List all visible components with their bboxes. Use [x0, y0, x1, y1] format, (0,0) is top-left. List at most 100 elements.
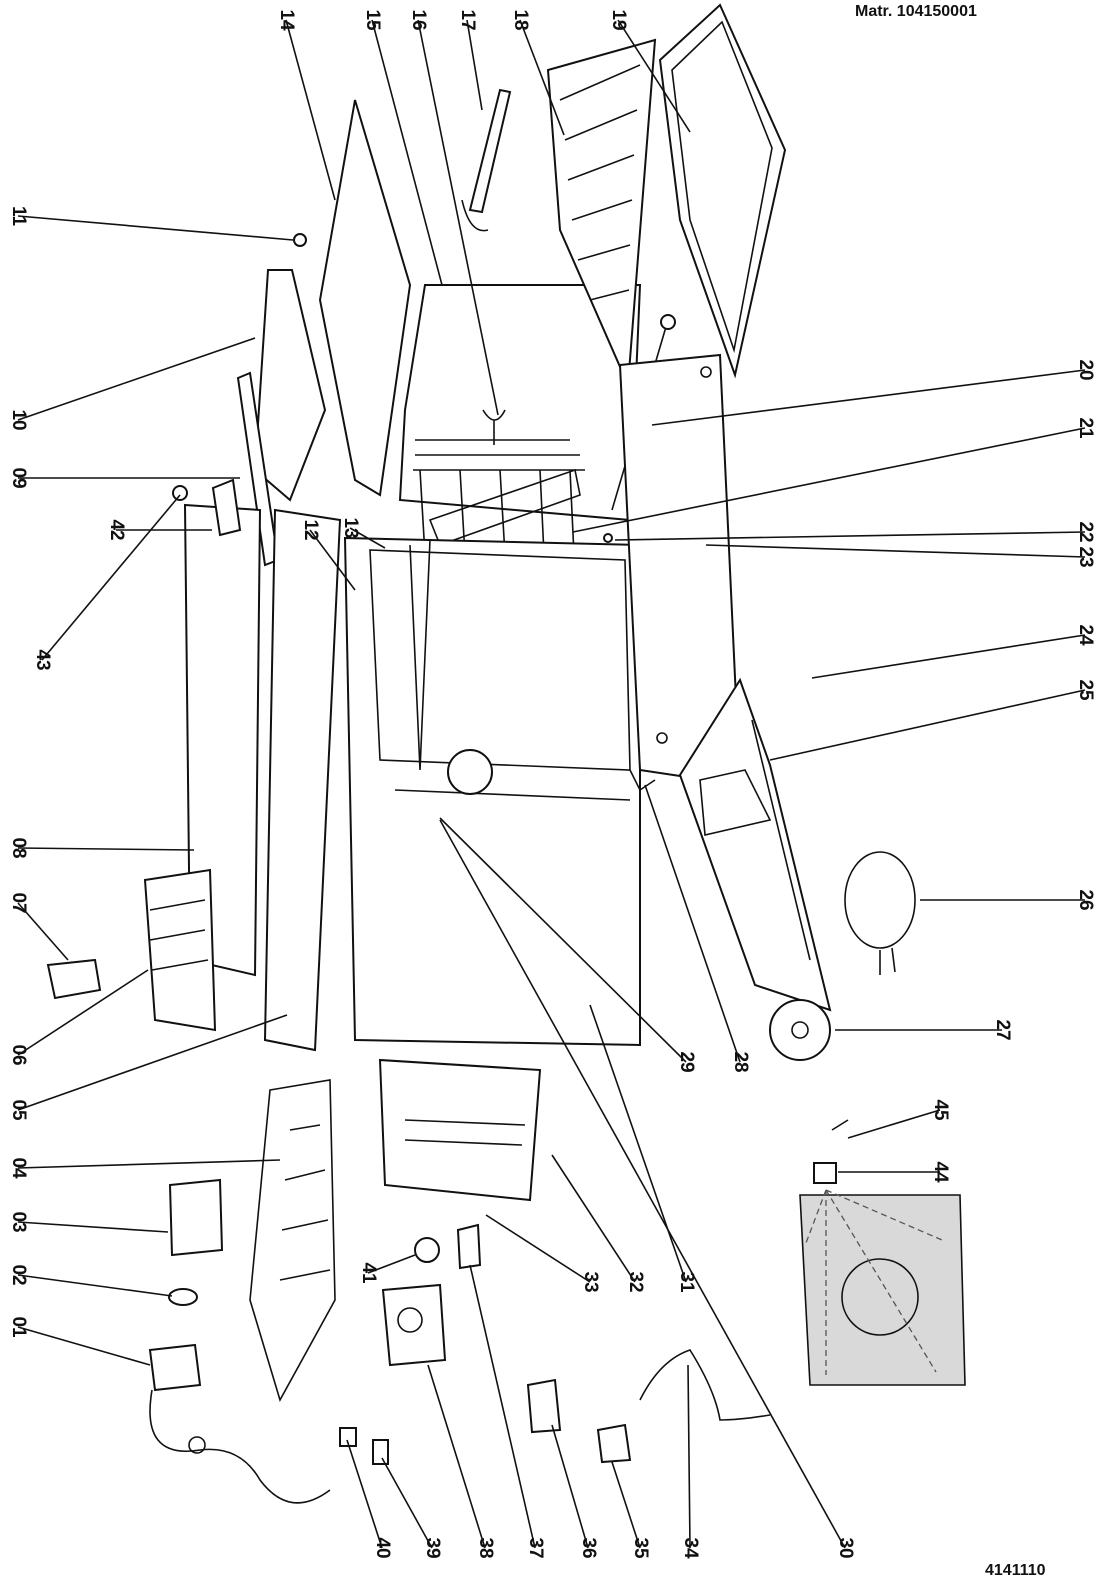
part-label-39: 39 [422, 1537, 443, 1558]
part-label-12: 12 [300, 519, 321, 540]
part-34-wiring [639, 1349, 771, 1421]
leader-line-24 [811, 634, 1086, 679]
leader-line-16 [417, 19, 499, 416]
leader-line-19 [617, 19, 691, 133]
part-label-38: 38 [475, 1537, 496, 1558]
part-label-34: 34 [680, 1537, 701, 1559]
part-label-42: 42 [106, 519, 127, 540]
part-label-21: 21 [1075, 417, 1096, 439]
leader-line-15 [371, 19, 443, 286]
part-label-20: 20 [1075, 359, 1096, 380]
part-label-22: 22 [1075, 521, 1096, 542]
part-32-drawer [378, 1058, 542, 1202]
leader-line-20 [651, 369, 1086, 426]
part-label-23: 23 [1075, 546, 1096, 567]
leader-line-25 [769, 689, 1086, 761]
leader-line-11 [17, 215, 294, 241]
part-17-probe-bracket [461, 199, 489, 232]
part-44-terminal [813, 1162, 837, 1184]
back-cover-plate [799, 1194, 966, 1386]
part-label-30: 30 [835, 1537, 856, 1558]
part-label-31: 31 [676, 1271, 697, 1293]
part-label-10: 10 [8, 409, 29, 430]
leader-line-40 [346, 1439, 383, 1549]
part-label-41: 41 [358, 1262, 379, 1284]
part-22-screw [603, 533, 613, 543]
part-42-lamp-holder [211, 478, 242, 537]
part-14-top-panel [318, 99, 412, 497]
leader-line-06 [17, 969, 149, 1056]
part-17-probe [468, 88, 512, 214]
part-26-ring-element [844, 851, 916, 949]
leader-line-02 [17, 1274, 173, 1297]
part-15-ribs [413, 439, 585, 471]
leader-line-21 [572, 427, 1086, 533]
part-28-catch [629, 769, 656, 792]
part-label-18: 18 [510, 9, 531, 30]
leader-line-37 [469, 1264, 536, 1549]
part-35-switch [596, 1423, 632, 1464]
part-01-cable-end [188, 1436, 206, 1454]
part-18-rack-bars [559, 64, 641, 301]
part-43-lamp [172, 485, 188, 501]
part-02-seal [168, 1288, 198, 1306]
part-10-panel [253, 269, 327, 502]
part-06-motor-coils [149, 899, 209, 971]
part-label-07: 07 [8, 892, 29, 913]
part-24-door [678, 677, 832, 1012]
leader-line-31 [589, 1004, 687, 1283]
part-12-oven-cavity [343, 536, 641, 1047]
leader-lines [17, 19, 1086, 1549]
part-40-small-switch [339, 1427, 357, 1447]
part-38-timer-dial [397, 1307, 423, 1333]
part-36-bracket [526, 1378, 562, 1434]
part-06-fan-motor [143, 868, 217, 1032]
part-19-baking-tray [658, 3, 787, 379]
leader-line-05 [17, 1014, 288, 1111]
part-19-tray-rim [671, 20, 773, 354]
part-label-35: 35 [630, 1537, 651, 1559]
leader-line-13 [349, 527, 386, 549]
leader-line-18 [519, 19, 565, 136]
part-label-25: 25 [1075, 679, 1096, 701]
leader-line-23 [705, 544, 1086, 558]
matr-number: Matr. 104150001 [855, 3, 977, 20]
leader-line-29 [439, 817, 687, 1063]
part-23-hole [700, 366, 712, 378]
part-26-terminals [879, 947, 896, 975]
part-04-grill-element [249, 1079, 336, 1403]
part-label-45: 45 [930, 1099, 951, 1121]
leader-line-34 [687, 1364, 691, 1549]
leader-line-10 [17, 337, 256, 421]
part-label-43: 43 [32, 649, 53, 670]
part-37-knob-shaft [456, 1223, 482, 1270]
part-41-knob [414, 1237, 440, 1263]
leader-line-36 [551, 1424, 589, 1549]
part-label-01: 01 [8, 1316, 29, 1338]
leader-line-07 [17, 902, 69, 961]
part-04-element-coils [279, 1124, 331, 1281]
part-label-28: 28 [730, 1051, 751, 1072]
leader-line-04 [17, 1159, 281, 1169]
part-label-16: 16 [408, 9, 429, 30]
part-39-connector [372, 1439, 389, 1465]
leader-line-28 [644, 784, 741, 1063]
leader-line-08 [17, 847, 195, 851]
part-20-spit-handle [660, 314, 676, 330]
back-cover-vent [841, 1258, 919, 1336]
part-21-shelf-support [428, 468, 581, 547]
part-label-13: 13 [340, 517, 361, 538]
part-label-17: 17 [457, 9, 478, 30]
part-23-hole [656, 732, 668, 744]
part-label-40: 40 [372, 1537, 393, 1558]
part-27-fan-blade [769, 999, 831, 1061]
leader-line-33 [485, 1214, 591, 1283]
part-01-cable [149, 1389, 331, 1504]
leader-line-39 [381, 1457, 433, 1549]
part-label-06: 06 [8, 1044, 29, 1065]
leader-line-32 [551, 1154, 636, 1283]
leader-line-41 [367, 1254, 416, 1274]
part-label-11: 11 [8, 206, 29, 227]
leader-line-14 [285, 19, 336, 201]
part-label-29: 29 [676, 1051, 697, 1072]
